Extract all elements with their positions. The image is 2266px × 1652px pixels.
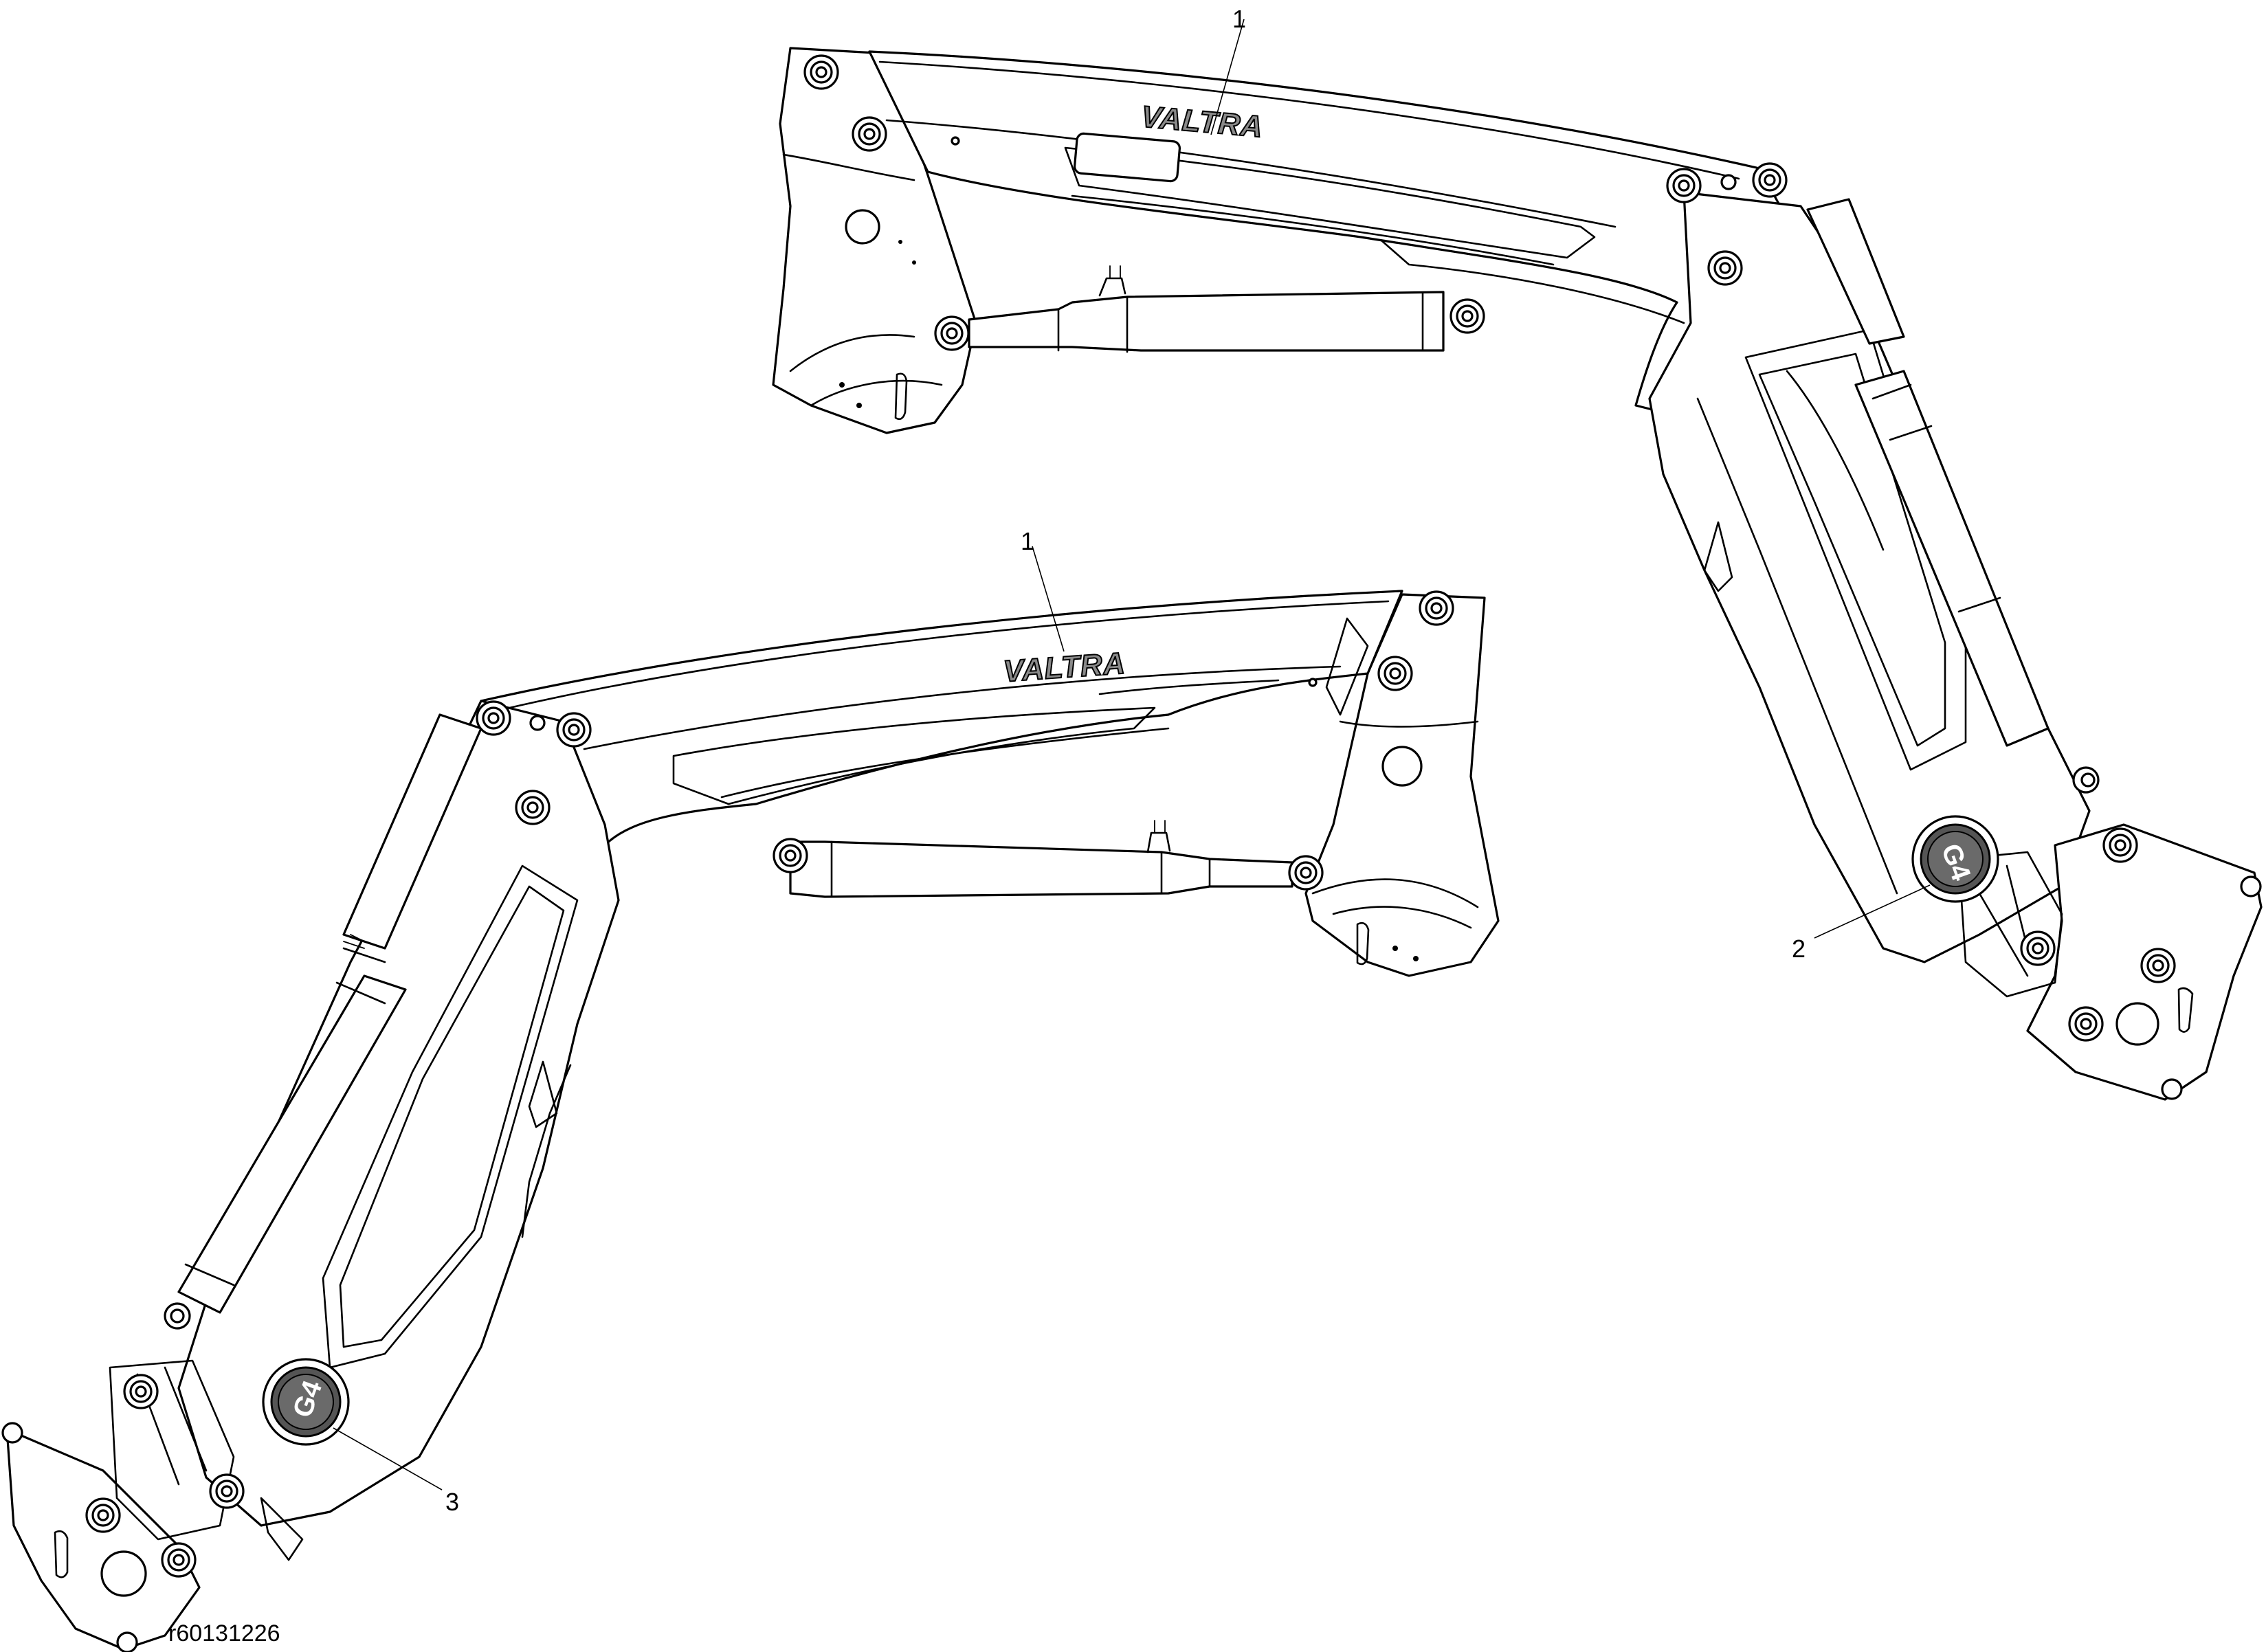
upper-g4-decal: G4 [1911, 815, 1999, 903]
lower-pin-11 [161, 1542, 197, 1578]
figure-reference: r60131226 [168, 1620, 280, 1647]
callout-1-upper-label: 1 [1232, 5, 1246, 33]
upper-pin-5 [1666, 168, 1702, 203]
upper-mount-bracket [772, 47, 977, 434]
upper-pin-9 [2020, 930, 2056, 966]
callout-2-label: 2 [1792, 935, 1806, 963]
upper-pin-4 [1449, 298, 1485, 334]
upper-pin-1 [803, 54, 839, 90]
lower-pin-7 [515, 790, 551, 825]
upper-pin-6 [1752, 162, 1788, 198]
upper-pin-8 [2102, 827, 2138, 863]
upper-pin-7 [1707, 250, 1743, 286]
lower-lift-cylinder [789, 840, 1293, 898]
lower-g4-decal: G4 [262, 1358, 350, 1446]
lower-pin-4 [773, 838, 808, 873]
callout-3-label: 3 [445, 1488, 459, 1516]
lower-pin-10 [85, 1497, 121, 1533]
upper-boom-leg [1648, 191, 2091, 963]
callout-2: 2 [1792, 884, 1931, 963]
upper-pin-11 [2068, 1006, 2104, 1042]
upper-pin-3 [934, 315, 970, 351]
callout-1-lower-label: 1 [1021, 527, 1034, 555]
lower-pin-5 [476, 700, 511, 736]
upper-lift-cylinder [968, 291, 1445, 352]
lower-boom-leg [177, 700, 620, 1527]
upper-bucket-cylinder [1806, 198, 1905, 345]
upper-pin-2 [852, 116, 887, 152]
lower-tool-carrier [5, 1428, 201, 1651]
callout-1-lower: 1 [1021, 527, 1065, 652]
lower-pin-8 [123, 1374, 159, 1409]
upper-pin-10 [2140, 948, 2176, 983]
lower-pin-6 [556, 712, 592, 748]
upper-loader-arm: VALTRA G4 [772, 47, 2263, 1101]
lower-pin-2 [1377, 656, 1413, 691]
lower-pin-1 [1419, 590, 1454, 626]
callout-3: 3 [333, 1427, 459, 1516]
callout-1-upper: 1 [1210, 5, 1246, 135]
lower-pin-3 [1288, 855, 1324, 891]
lower-loader-arm: VALTRA G4 [1, 590, 1500, 1652]
lower-pin-9 [209, 1473, 245, 1509]
lower-bucket-cylinder [342, 713, 482, 950]
